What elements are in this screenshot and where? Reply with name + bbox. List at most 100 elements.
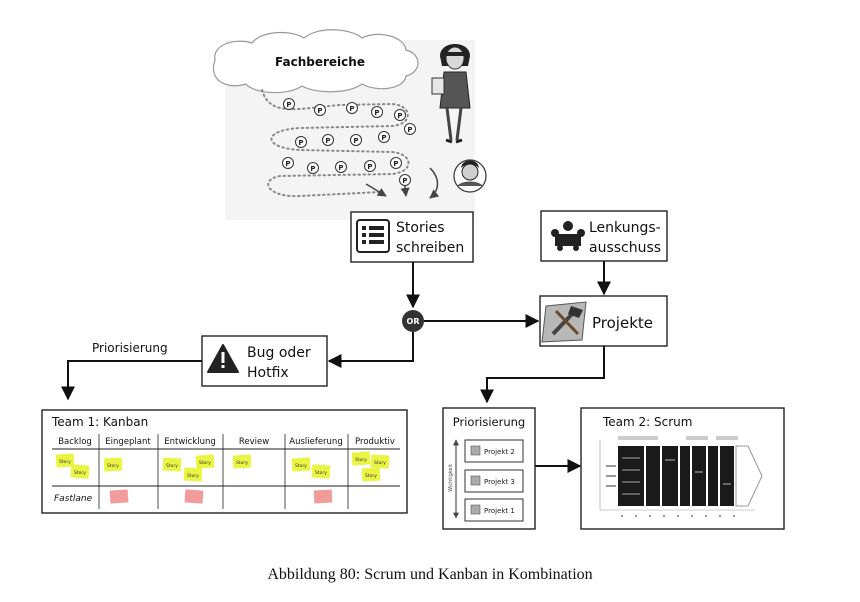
cloud-shape	[212, 29, 419, 94]
story-sticky-note: Story	[232, 454, 252, 469]
p-token: P	[282, 157, 294, 169]
svg-text:P: P	[407, 126, 412, 134]
stories-label-line1: Stories	[396, 220, 445, 236]
p-token: P	[307, 162, 319, 174]
priorisierung-panel: Priorisierung Wichtigkeit Projekt 2 Proj…	[442, 407, 536, 530]
svg-text:P: P	[310, 165, 315, 173]
story-sticky-note: Story	[311, 464, 331, 479]
svg-text:Story: Story	[199, 460, 211, 466]
kanban-fastlane-label: Fastlane	[54, 494, 93, 504]
p-token: P	[394, 109, 406, 121]
arrow-or-to-bug	[327, 332, 414, 368]
story-sticky-note: Story	[195, 454, 215, 469]
story-sticky-note: Story	[183, 467, 203, 482]
svg-text:P: P	[285, 160, 290, 168]
story-sticky-note: Story	[361, 467, 381, 482]
svg-text:Story: Story	[59, 459, 71, 465]
svg-text:Story: Story	[187, 473, 199, 479]
meeting-icon	[551, 221, 585, 251]
or-gate-label: OR	[407, 317, 420, 326]
p-token: P	[295, 136, 307, 148]
svg-text:Story: Story	[236, 460, 248, 466]
p-token: P	[371, 106, 383, 118]
svg-text:P: P	[338, 164, 343, 172]
svg-text:Story: Story	[295, 463, 307, 469]
svg-text:Story: Story	[374, 460, 386, 466]
kanban-board: Team 1: Kanban Backlog Eingeplant Entwic…	[41, 409, 408, 514]
arrow-bug-to-kanban	[61, 360, 202, 401]
p-token: P	[399, 174, 411, 186]
stories-box: Stories schreiben	[350, 211, 474, 263]
fachbereiche-area: Fachbereiche P P P P P P P P P P P P P P…	[212, 29, 487, 220]
prio-project-card: Projekt 1	[464, 498, 524, 522]
kanban-column-header: Entwicklung	[164, 437, 216, 447]
p-token: P	[283, 98, 295, 110]
lenkung-label-line2: ausschuss	[589, 240, 661, 256]
kanban-column-header: Auslieferung	[289, 437, 342, 447]
scrum-title: Team 2: Scrum	[602, 415, 692, 429]
svg-text:Story: Story	[107, 463, 119, 469]
scrum-panel: Team 2: Scrum	[580, 407, 785, 530]
p-token: P	[390, 157, 402, 169]
prio-panel-title: Priorisierung	[453, 415, 525, 429]
p-token: P	[322, 134, 334, 146]
path-arrow-left	[365, 183, 387, 197]
p-token: P	[378, 131, 390, 143]
stories-winding-path	[261, 89, 410, 198]
path-arrow-right	[429, 167, 440, 199]
p-token: P	[364, 160, 376, 172]
stories-label-line2: schreiben	[396, 240, 464, 256]
kanban-column-header: Review	[239, 437, 269, 447]
story-sticky-note: Story	[103, 457, 123, 472]
bug-hotfix-box: Bug oder Hotfix	[201, 335, 328, 387]
lenkung-label-line1: Lenkungs-	[589, 220, 661, 236]
prio-project-card: Projekt 2	[464, 439, 524, 463]
svg-text:P: P	[298, 139, 303, 147]
svg-text:Story: Story	[74, 470, 86, 476]
svg-text:Projekt 1: Projekt 1	[484, 507, 515, 515]
tools-icon	[541, 301, 587, 343]
p-token: P	[335, 161, 347, 173]
svg-text:P: P	[317, 107, 322, 115]
story-sticky-note: Story	[70, 464, 90, 479]
kanban-column-header: Backlog	[58, 437, 92, 447]
checklist-icon	[356, 219, 390, 253]
svg-text:Story: Story	[355, 457, 367, 463]
warning-icon	[207, 344, 239, 373]
product-owner-badge	[453, 159, 487, 193]
kanban-title: Team 1: Kanban	[51, 415, 148, 429]
fastlane-urgent-card	[184, 489, 204, 504]
svg-text:P: P	[349, 105, 354, 113]
story-sticky-note: Story	[55, 453, 75, 468]
scrum-process-graphic	[599, 436, 763, 517]
svg-text:P: P	[374, 109, 379, 117]
svg-text:P: P	[397, 112, 402, 120]
story-sticky-note: Story	[162, 457, 182, 472]
story-sticky-note: Story	[370, 454, 390, 469]
cloud-label: Fachbereiche	[275, 55, 365, 69]
business-woman-figure	[431, 44, 471, 144]
arrow-projekte-to-prio	[480, 346, 605, 404]
p-token: P	[350, 134, 362, 146]
priorisierung-arrow-label: Priorisierung	[92, 341, 168, 355]
bug-label-line1: Bug oder	[247, 345, 311, 361]
figure-caption: Abbildung 80: Scrum und Kanban in Kombin…	[267, 566, 593, 583]
svg-text:Story: Story	[315, 470, 327, 476]
svg-text:P: P	[286, 101, 291, 109]
prio-project-card: Projekt 3	[464, 469, 524, 493]
or-gate: OR	[402, 310, 424, 332]
svg-text:P: P	[325, 137, 330, 145]
svg-text:P: P	[402, 177, 407, 185]
projekte-label: Projekte	[592, 314, 653, 332]
fastlane-urgent-card	[109, 489, 129, 504]
p-token: P	[346, 102, 358, 114]
p-token: P	[404, 123, 416, 135]
svg-text:Story: Story	[365, 473, 377, 479]
fastlane-urgent-card	[313, 489, 333, 504]
svg-text:P: P	[353, 137, 358, 145]
lenkungsausschuss-box: Lenkungs- ausschuss	[540, 210, 668, 262]
projekte-box: Projekte	[539, 295, 668, 347]
story-sticky-note: Story	[351, 451, 371, 466]
bug-label-line2: Hotfix	[247, 365, 289, 381]
